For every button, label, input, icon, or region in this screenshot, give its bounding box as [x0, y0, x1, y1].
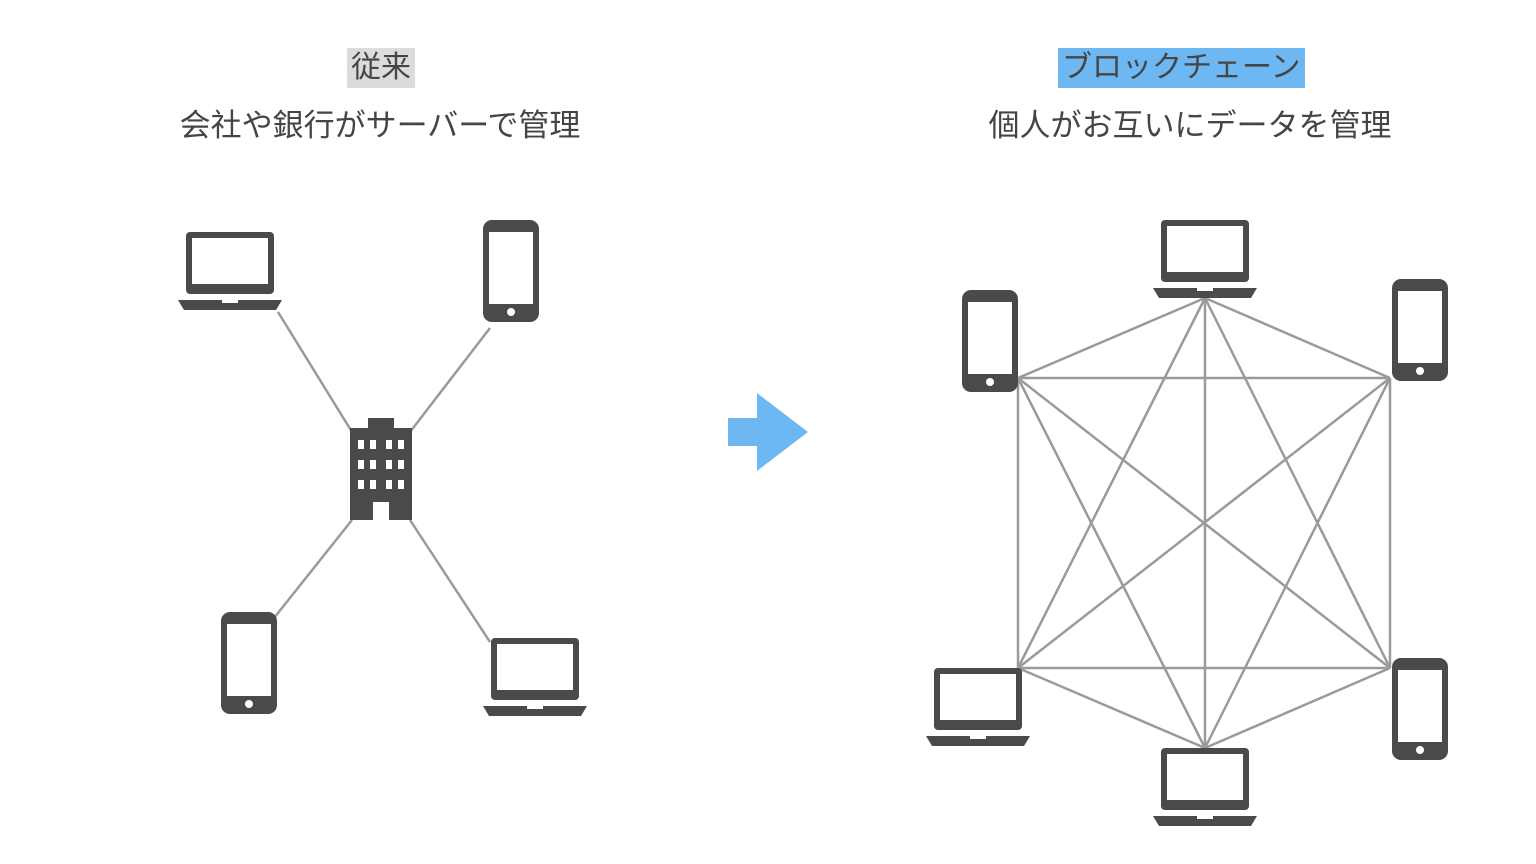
link-line — [1203, 377, 1392, 749]
link-line — [1204, 666, 1391, 750]
link-line — [276, 311, 354, 433]
centralized-network — [273, 311, 492, 643]
link-line — [1017, 377, 1391, 669]
link-line — [1203, 297, 1392, 669]
smartphone-icon — [221, 612, 277, 714]
smartphone-icon — [962, 290, 1018, 392]
arrow-right-icon — [728, 393, 808, 471]
link-line — [1017, 296, 1206, 380]
link-line — [409, 327, 491, 433]
right-panel-title: ブロックチェーン — [1058, 48, 1305, 88]
left-panel-title: 従来 — [347, 48, 415, 88]
link-line — [1016, 297, 1207, 669]
link-line — [1017, 666, 1206, 750]
decentralized-network — [1016, 296, 1392, 750]
link-line — [273, 519, 353, 619]
smartphone-icon — [1392, 658, 1448, 760]
laptop-icon — [483, 638, 587, 716]
laptop-icon — [1153, 220, 1257, 298]
right-panel-subtitle: 個人がお互いにデータを管理 — [988, 108, 1392, 144]
laptop-icon — [1153, 748, 1257, 826]
laptop-icon — [926, 668, 1030, 746]
smartphone-icon — [1392, 279, 1448, 381]
left-panel-subtitle: 会社や銀行がサーバーで管理 — [179, 108, 581, 144]
link-line — [408, 519, 492, 643]
smartphone-icon — [483, 220, 539, 322]
building-icon — [350, 418, 412, 520]
link-line — [1204, 296, 1391, 380]
laptop-icon — [178, 232, 282, 310]
link-line — [1016, 377, 1207, 749]
